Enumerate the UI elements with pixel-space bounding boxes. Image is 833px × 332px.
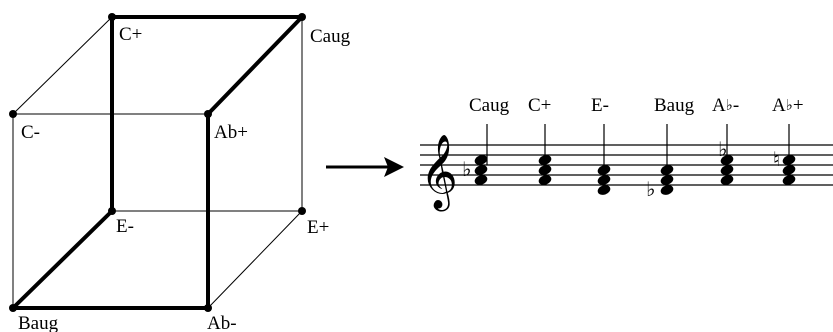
note-head [597,185,611,195]
note-head [597,165,611,175]
chord-ab-plus: ♮ [773,124,796,185]
chord-e-minus [597,124,611,195]
edge-eplus-abminus [207,210,303,309]
note-head [474,155,488,165]
chord-label: Caug [469,95,510,116]
cube-labels: C+ Caug C- Ab+ E- E+ Baug Ab- [18,24,351,332]
note-head [474,165,488,175]
vertex-c-plus [108,13,116,21]
vertex-caug [298,13,306,21]
chord-labels: Caug C+ E- Baug A♭- A♭+ [469,95,804,116]
label-caug: Caug [310,26,351,47]
note-head [474,175,488,185]
label-baug: Baug [18,313,59,332]
vertex-ab-minus [204,304,212,312]
chord-label: C+ [528,95,551,116]
chord-label: E- [591,95,609,116]
chord-label: A♭+ [772,95,804,116]
chord-label: Baug [654,95,695,116]
music-staff [420,144,833,186]
chord-label: A♭- [712,95,739,116]
note-head [720,175,734,185]
cube-vertices [9,13,306,312]
cube-thick-path [11,15,304,310]
label-ab-plus: Ab+ [214,122,248,143]
note-head [538,165,552,175]
arrow [326,157,404,177]
natural-icon: ♮ [773,147,780,171]
note-head [660,165,674,175]
note-head [538,175,552,185]
label-e-plus: E+ [307,217,329,238]
note-head [538,155,552,165]
note-head [720,155,734,165]
note-head [720,165,734,175]
edge-cplus-cminus [12,16,113,115]
label-c-plus: C+ [119,24,142,45]
edge-eminus-baug [11,209,114,310]
note-head [597,175,611,185]
edge-abplus-caug [206,15,304,116]
treble-clef-icon: 𝄞 [420,135,458,212]
label-ab-minus: Ab- [207,313,237,332]
arrow-head [384,157,404,177]
note-head [782,175,796,185]
note-head [782,155,796,165]
flat-icon: ♭ [462,157,471,181]
flat-icon: ♭ [646,177,655,201]
label-e-minus: E- [116,216,134,237]
label-c-minus: C- [21,122,40,143]
vertex-baug [9,304,17,312]
vertex-e-minus [108,207,116,215]
vertex-c-minus [9,110,17,118]
flat-icon: ♭ [718,137,727,161]
note-head [660,175,674,185]
chord-ab-minus: ♭ [718,124,734,185]
chord-baug: ♭ [646,124,674,201]
note-head [660,185,674,195]
chord-caug: ♭ [462,124,488,185]
vertex-ab-plus [204,110,212,118]
vertex-e-plus [298,207,306,215]
chord-c-plus [538,124,552,185]
note-head [782,165,796,175]
